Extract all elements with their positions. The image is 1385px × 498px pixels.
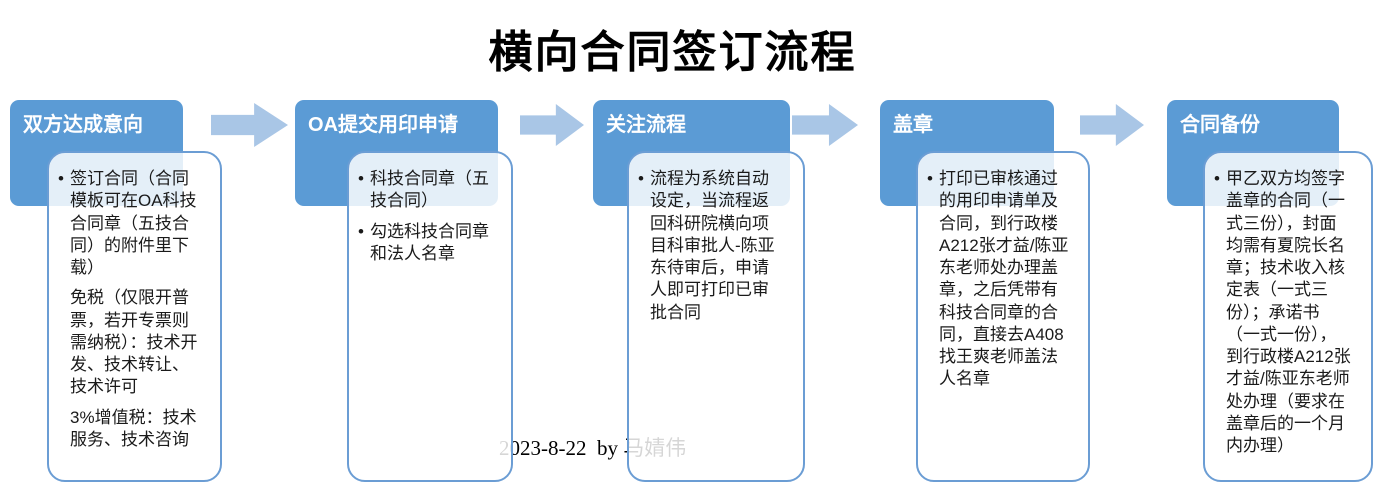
step-3-item: 流程为系统自动设定，当流程返回科研院横向项目科审批人-陈亚东待审后，申请人即可打…	[637, 168, 785, 324]
step-3-body: 流程为系统自动设定，当流程返回科研院横向项目科审批人-陈亚东待审后，申请人即可打…	[627, 151, 805, 482]
arrow-right-icon	[1080, 104, 1144, 146]
page-title: 横向合同签订流程	[488, 28, 857, 77]
step-1-item: 免税（仅限开普票，若开专票则需纳税）：技术开发、技术转让、技术许可	[70, 288, 198, 397]
step-2-item: 勾选科技合同章和法人名章	[357, 221, 493, 266]
arrow-right-icon	[211, 103, 288, 147]
step-1-label: 双方达成意向	[23, 114, 143, 136]
step-4-item: 打印已审核通过的用印申请单及合同，到行政楼A212张才益/陈亚东老师处办理盖章，…	[926, 168, 1070, 391]
step-2-label: OA提交用印申请	[308, 114, 458, 136]
arrow-right-icon	[520, 104, 584, 146]
step-1-item: 签订合同（合同模板可在OA科技合同章（五技合同）的附件里下载）	[57, 168, 202, 279]
step-1-body: 签订合同（合同模板可在OA科技合同章（五技合同）的附件里下载） 免税（仅限开普票…	[47, 151, 222, 482]
step-3-label: 关注流程	[606, 114, 686, 136]
step-5-item: 甲乙双方均签字盖章的合同（一式三份），封面均需有夏院长名章；技术收入核定表（一式…	[1213, 168, 1353, 457]
step-5-body: 甲乙双方均签字盖章的合同（一式三份），封面均需有夏院长名章；技术收入核定表（一式…	[1203, 151, 1373, 482]
step-4-body: 打印已审核通过的用印申请单及合同，到行政楼A212张才益/陈亚东老师处办理盖章，…	[916, 151, 1090, 482]
step-5-label: 合同备份	[1180, 114, 1260, 136]
step-2-item: 科技合同章（五技合同）	[357, 168, 493, 213]
step-4-label: 盖章	[893, 114, 933, 136]
arrow-right-icon	[792, 104, 858, 146]
step-1-item: 3%增值税：技术服务、技术咨询	[70, 407, 197, 449]
step-2-body: 科技合同章（五技合同） 勾选科技合同章和法人名章	[347, 151, 513, 482]
